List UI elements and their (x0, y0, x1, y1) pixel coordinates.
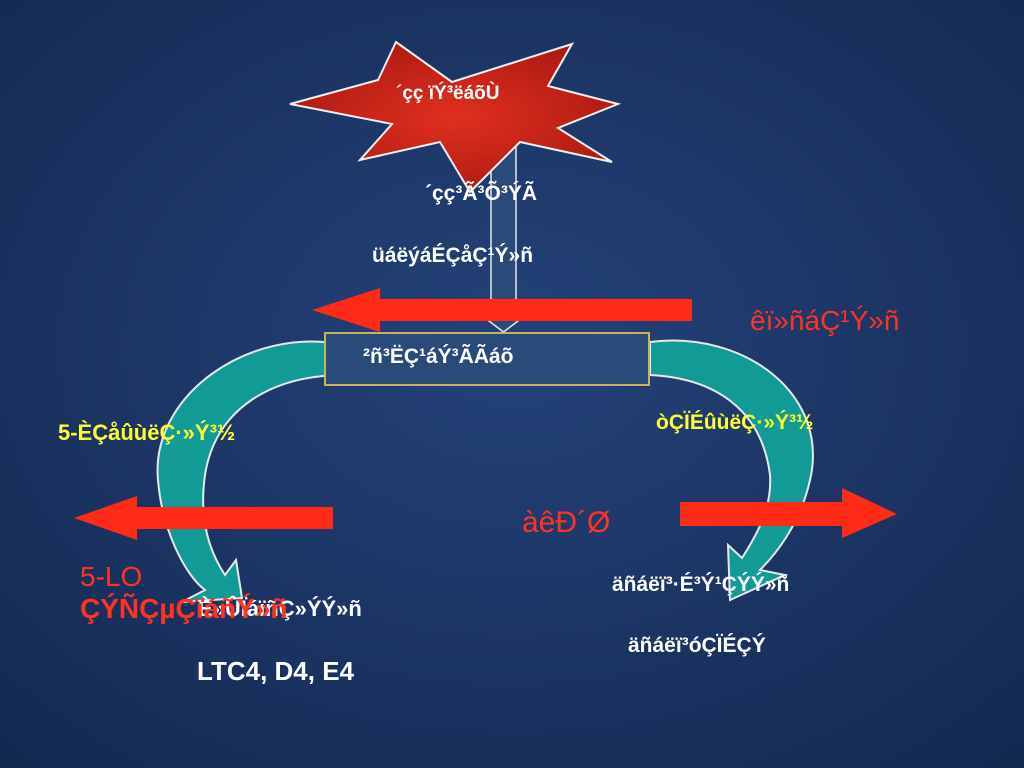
center-line2: üáëýáÉÇåÇ¹Ý»ñ (372, 244, 534, 267)
right-curved-arrow (649, 339, 814, 602)
burst-label: ´çç ïÝ³ëáõÙ (396, 83, 500, 104)
top-left-arrow (312, 288, 692, 332)
right-top-red-label: êï»ñáÇ¹Ý»ñ (750, 305, 900, 336)
left-curved-arrow (156, 340, 346, 603)
right-products-line2: äñáëï³óÇÏÉÇÝ (628, 634, 766, 657)
left-products-line1: È»ÛÏáïñÇ»ÝÝ»ñ (198, 596, 362, 621)
left-inhibitor-line1: 5-LO (80, 561, 143, 592)
mid-right-arrow (680, 488, 897, 538)
left-products-line2: LTC4, D4, E4 (197, 656, 355, 686)
right-mid-red-label: àêÐ´Ø (522, 506, 611, 539)
left-enzyme-label: 5-ÈÇåûùëÇ·»Ý³½ (58, 420, 236, 445)
right-products-line1: äñáëï³·É³Ý¹ÇÝÝ»ñ (612, 573, 790, 596)
burst-shape (289, 40, 622, 194)
right-enzyme-label: òÇÏÉûùëÇ·»Ý³½ (656, 411, 814, 434)
left-inhibitor-line2: ÇÝÑÇµÇïáñÝ»ñ (80, 593, 288, 624)
arachidonic-label: ²ñ³ËÇ¹áÝ³ÃÃáõ (363, 345, 514, 368)
arachidonic-box (324, 332, 650, 386)
center-line1: ´çç³Ã³Õ³ÝÃ (425, 182, 538, 205)
mid-left-arrow (74, 496, 333, 540)
